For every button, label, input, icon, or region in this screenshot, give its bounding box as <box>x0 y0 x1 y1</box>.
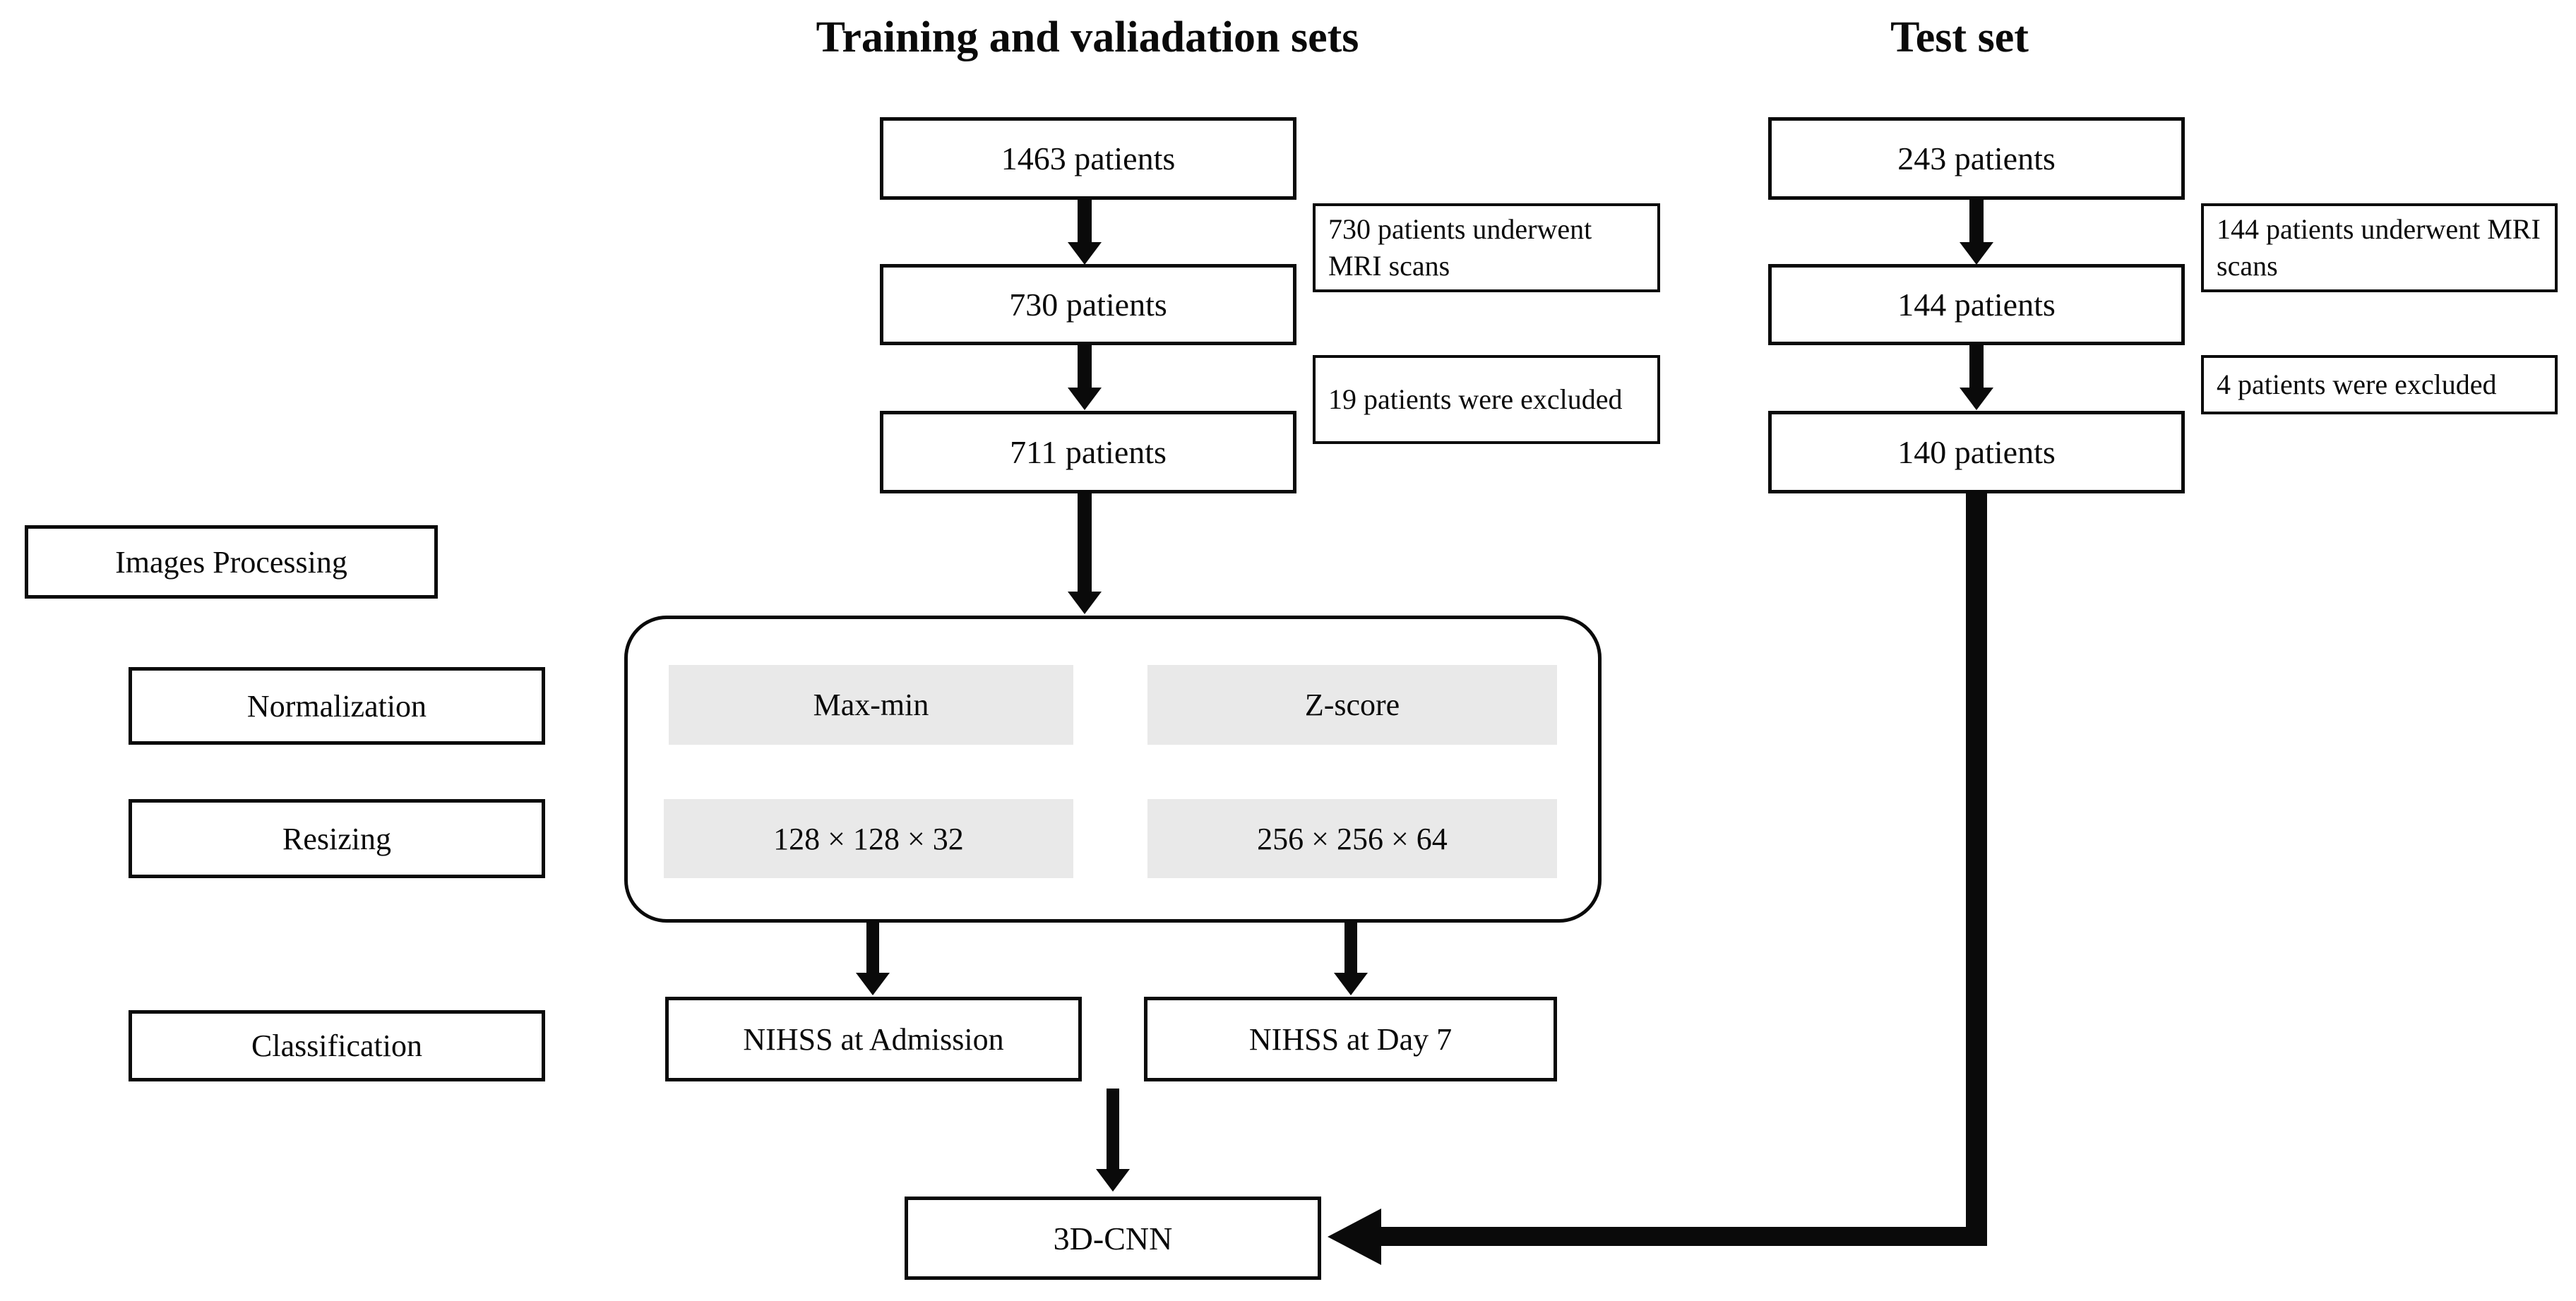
normalization-option-z-score: Z-score <box>1147 665 1557 745</box>
training-step-711-patients: 711 patients <box>880 411 1296 493</box>
training-step-730-patients: 730 patients <box>880 264 1296 345</box>
training-validation-title: Training and valiadation sets <box>816 13 1359 61</box>
test-step-144-patients: 144 patients <box>1768 264 2185 345</box>
classification-nihss-admission: NIHSS at Admission <box>665 997 1082 1081</box>
stage-normalization: Normalization <box>129 667 545 745</box>
stage-images-processing: Images Processing <box>25 525 438 599</box>
model-3d-cnn-box: 3D-CNN <box>905 1197 1321 1280</box>
resizing-option-128: 128 × 128 × 32 <box>664 799 1073 878</box>
test-note-excluded: 4 patients were excluded <box>2201 355 2558 414</box>
classification-nihss-day7: NIHSS at Day 7 <box>1144 997 1557 1081</box>
stage-resizing: Resizing <box>129 799 545 878</box>
training-step-1463-patients: 1463 patients <box>880 117 1296 200</box>
test-step-140-patients: 140 patients <box>1768 411 2185 493</box>
training-note-mri-scans: 730 patients underwent MRI scans <box>1313 203 1660 292</box>
resizing-option-256: 256 × 256 × 64 <box>1147 799 1557 878</box>
normalization-option-max-min: Max-min <box>669 665 1073 745</box>
test-note-mri-scans: 144 patients underwent MRI scans <box>2201 203 2558 292</box>
stage-classification: Classification <box>129 1010 545 1081</box>
test-set-title: Test set <box>1890 13 2029 61</box>
training-note-excluded: 19 patients were excluded <box>1313 355 1660 444</box>
test-step-243-patients: 243 patients <box>1768 117 2185 200</box>
